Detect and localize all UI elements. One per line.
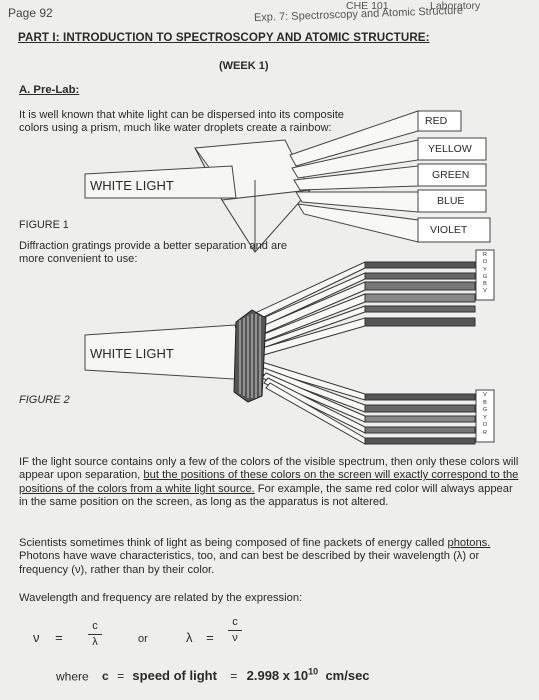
- prism-beams: [289, 110, 419, 243]
- bottom-letter: G: [482, 407, 488, 414]
- white-light-label-1: WHITE LIGHT: [90, 178, 174, 193]
- top-letter: R: [483, 252, 487, 258]
- top-letter: O: [482, 259, 488, 266]
- para1-text: IF the light source contains only a few …: [19, 456, 519, 482]
- speed-desc: speed of light: [132, 668, 217, 684]
- top-letter: V: [483, 288, 487, 295]
- fraction-denominator: ν: [232, 632, 238, 644]
- white-light-label-2: WHITE LIGHT: [90, 346, 174, 361]
- color-label-blue: BLUE: [437, 195, 465, 207]
- para1-text-end: For example, the same red color will alw…: [19, 482, 513, 509]
- prelab-heading: A. Pre-Lab:: [19, 84, 80, 96]
- bottom-letter: B: [483, 399, 487, 406]
- screen-bottom: [475, 389, 495, 443]
- para2-underlined: photons.: [447, 537, 491, 549]
- bottom-letter: V: [483, 392, 487, 398]
- formula-lambda-left: λ =: [186, 630, 214, 645]
- week-label: (WEEK 1): [219, 60, 269, 72]
- where-equals-2: =: [230, 669, 238, 684]
- part-title: PART I: INTRODUCTION TO SPECTROSCOPY AND…: [18, 31, 430, 44]
- formula-fraction-1: c λ: [88, 619, 102, 650]
- paragraph-colors: IF the light source contains only a few …: [19, 456, 524, 510]
- bottom-letter: O: [482, 422, 488, 429]
- spectrum-lines: [364, 261, 476, 445]
- color-label-yellow: YELLOW: [428, 143, 472, 155]
- speed-of-light-line: where c = speed of light = 2.998 x 1010 …: [56, 667, 370, 683]
- where-c: c: [102, 669, 109, 684]
- paragraph-relation: Wavelength and frequency are related by …: [19, 592, 303, 604]
- color-label-green: GREEN: [432, 169, 470, 181]
- fraction-denominator: λ: [92, 636, 98, 648]
- white-light-beam-1: [84, 165, 237, 199]
- speed-value: 2.998 x 1010: [246, 667, 319, 684]
- where-word: where: [56, 669, 89, 684]
- page-number: Page 92: [8, 6, 53, 20]
- figures-svg: [84, 110, 495, 445]
- course-subtitle: Laboratory: [430, 0, 481, 12]
- top-letter: G: [482, 273, 488, 280]
- intro-text: It is well known that white light can be…: [19, 109, 344, 134]
- prism-front-face: [221, 189, 312, 253]
- speed-exponent: 10: [308, 667, 319, 677]
- bottom-letter: R: [483, 429, 487, 436]
- figure1-caption: FIGURE 1: [19, 219, 69, 231]
- para2-text: Scientists sometimes think of light as b…: [19, 537, 448, 549]
- top-letter: Y: [483, 266, 487, 273]
- formula-equals: =: [55, 630, 63, 645]
- course-code: CHE 101: [346, 0, 389, 12]
- formula-equals-2: =: [206, 630, 214, 645]
- figure2-caption: FIGURE 2: [19, 394, 70, 406]
- speed-mantissa: 2.998 x 10: [246, 668, 309, 684]
- color-label-red: RED: [425, 115, 448, 127]
- formula-or: or: [138, 633, 148, 645]
- bottom-letter: Y: [483, 414, 487, 421]
- speed-unit: cm/sec: [325, 668, 370, 684]
- diffraction-text: Diffraction gratings provide a better se…: [19, 240, 288, 265]
- para2-text-end: Photons have wave characteristics, too, …: [19, 550, 480, 576]
- top-screen-letters: R O Y G B V: [481, 252, 489, 296]
- top-letter: B: [483, 281, 487, 288]
- grating: [233, 309, 267, 403]
- bottom-screen-letters: V B G Y O R: [481, 392, 489, 438]
- fraction-numerator: c: [228, 615, 242, 631]
- formula-lambda: λ: [186, 630, 193, 645]
- screen-top: [475, 249, 495, 301]
- fraction-numerator: c: [88, 619, 102, 635]
- where-equals: =: [117, 669, 125, 684]
- formula-nu: ν: [33, 630, 40, 645]
- color-label-violet: VIOLET: [430, 224, 468, 236]
- paragraph-photons: Scientists sometimes think of light as b…: [19, 537, 524, 577]
- para1-underlined: but the positions of these colors on the…: [19, 469, 519, 495]
- formula-fraction-2: c ν: [228, 615, 242, 646]
- formula-nu-left: ν =: [33, 630, 63, 645]
- color-boxes: [417, 110, 491, 243]
